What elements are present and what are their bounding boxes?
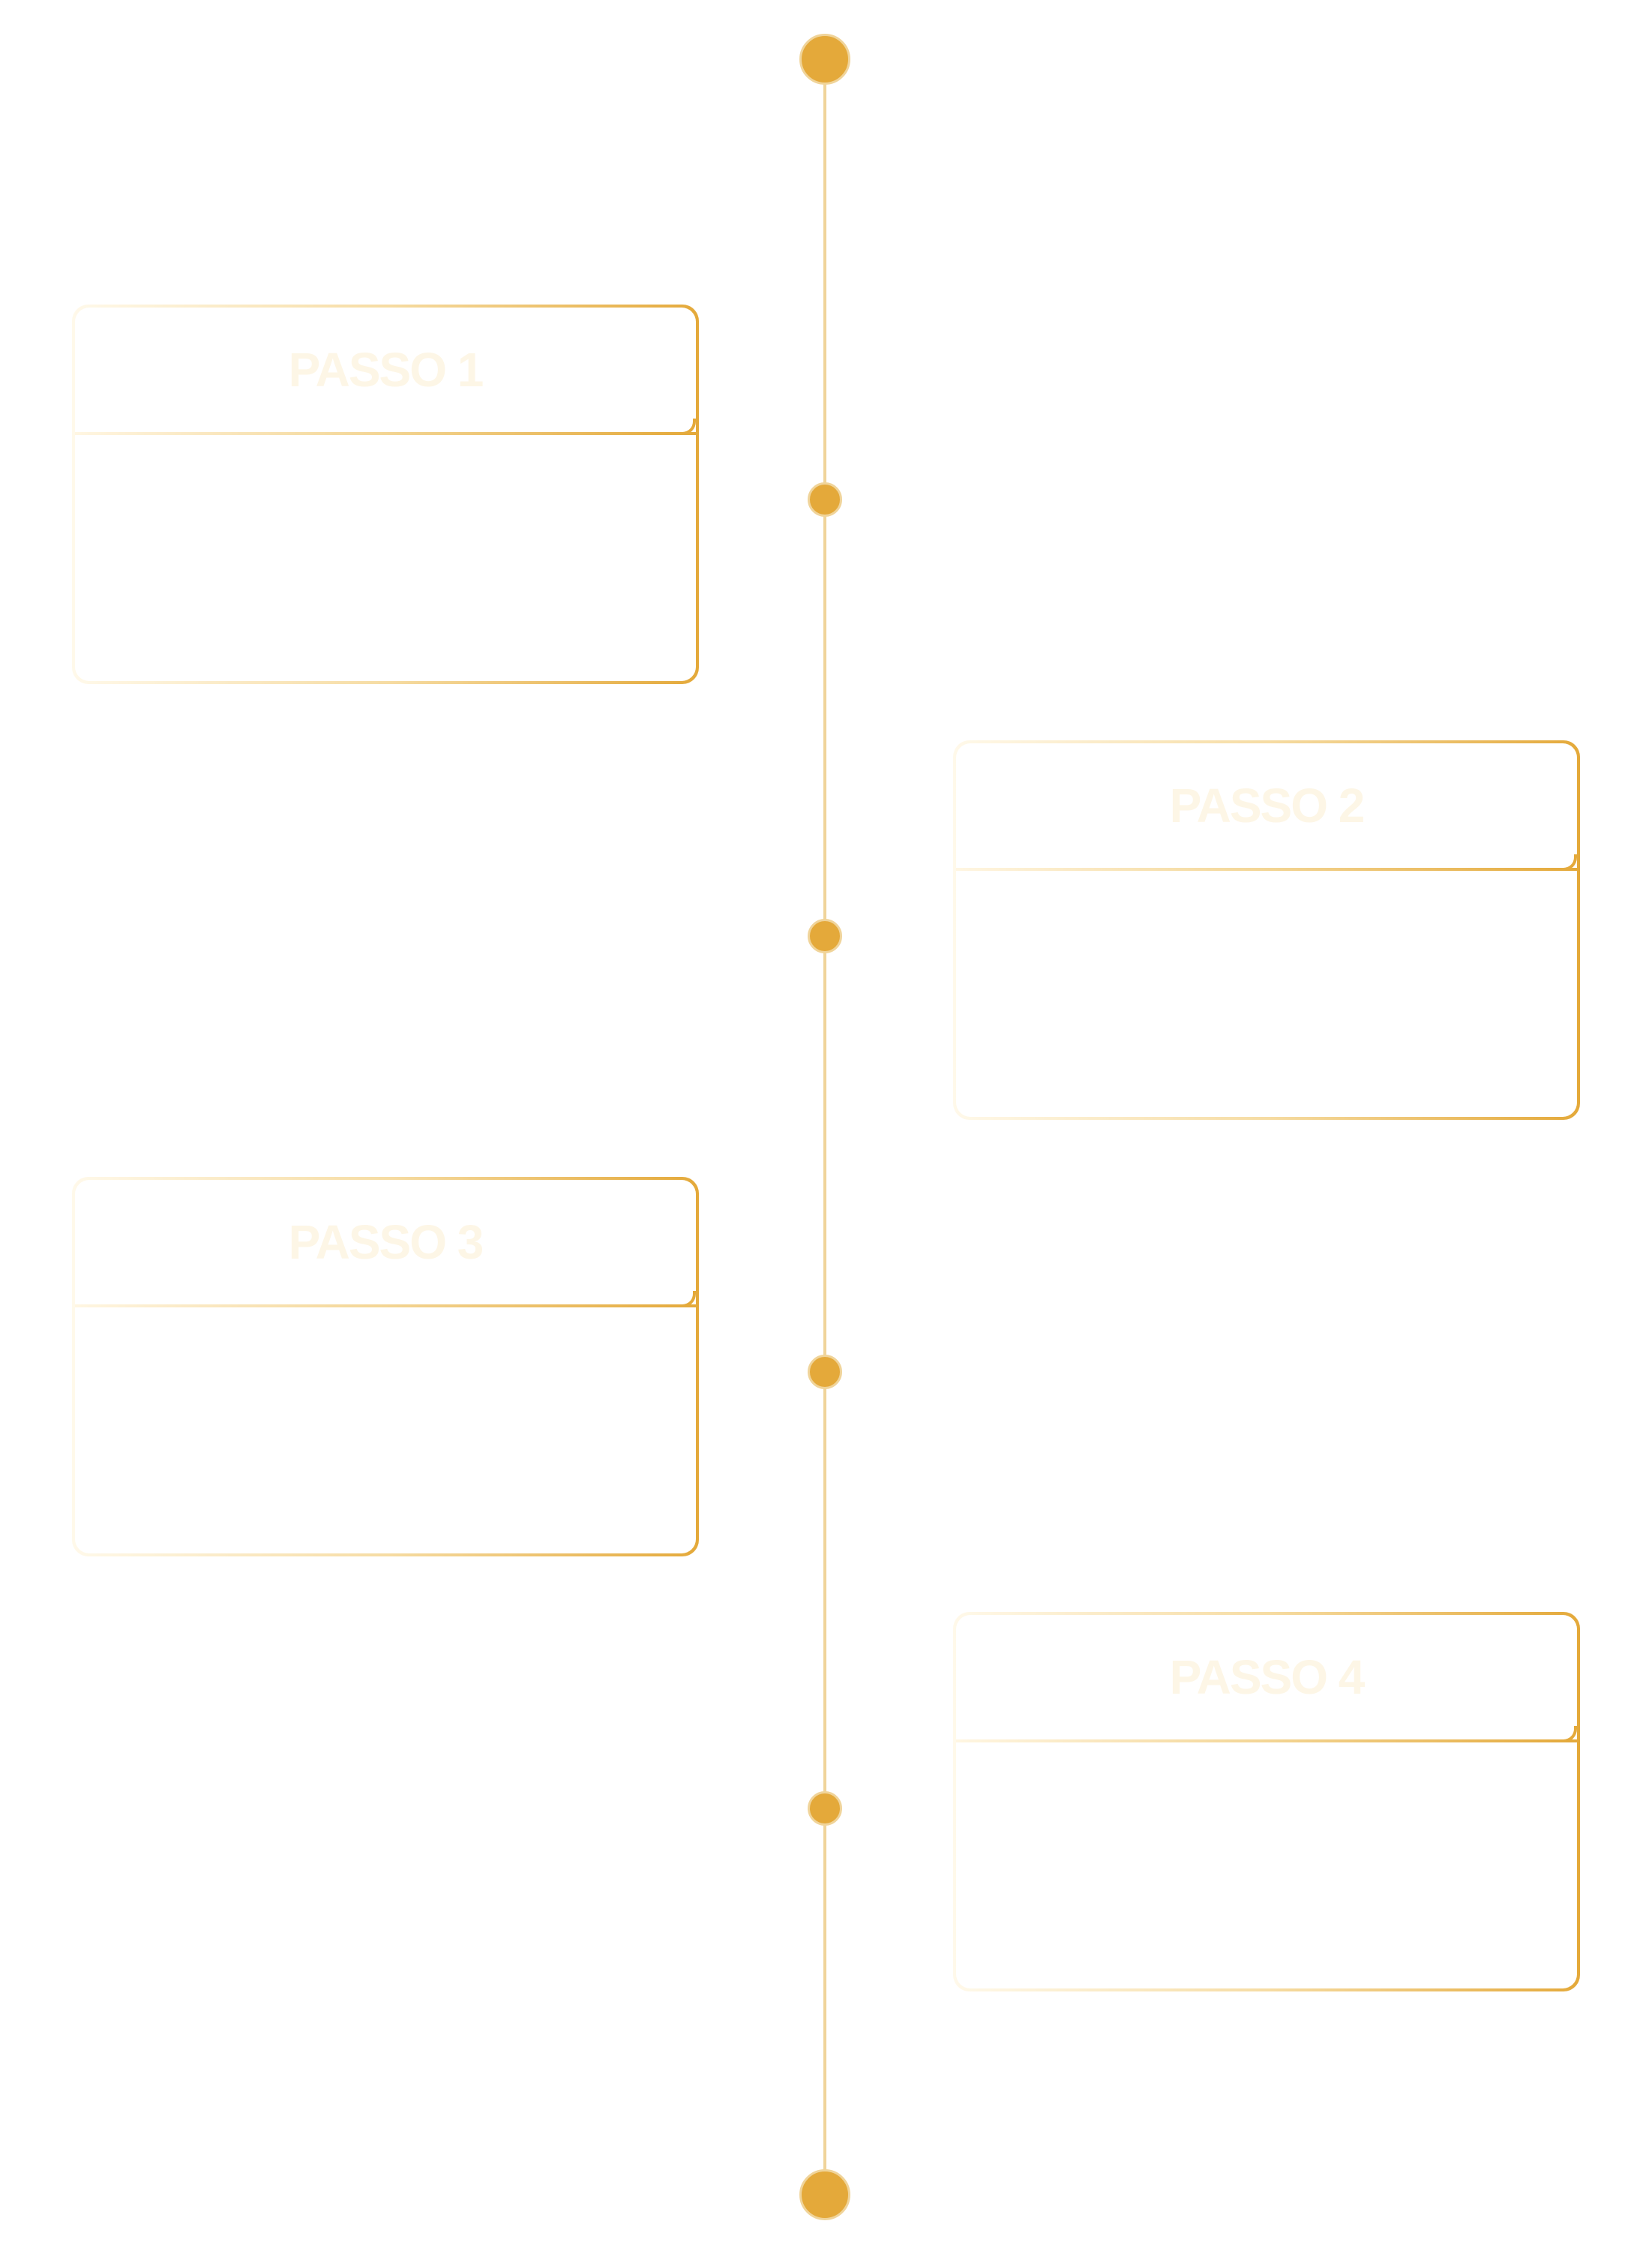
timeline-step-1-dot: [808, 482, 842, 517]
timeline-step-3-dot: [808, 1355, 842, 1389]
step-title: PASSO 4: [1169, 1650, 1366, 1704]
step-card-4: PASSO 4: [953, 1612, 1580, 1991]
step-card-header: PASSO 1: [75, 308, 696, 435]
step-title: PASSO 2: [1169, 779, 1366, 833]
step-card-3: PASSO 3: [72, 1177, 699, 1556]
timeline-line: [823, 60, 826, 2190]
step-card-1: PASSO 1: [72, 305, 699, 684]
step-card-2: PASSO 2: [953, 740, 1580, 1120]
timeline-step-4-dot: [808, 1791, 842, 1826]
step-card-header: PASSO 4: [956, 1615, 1577, 1742]
timeline-end-dot: [799, 2169, 850, 2220]
timeline-step-2-dot: [808, 919, 842, 953]
step-title: PASSO 1: [288, 343, 484, 397]
step-card-header: PASSO 2: [956, 743, 1577, 871]
step-title: PASSO 3: [288, 1215, 484, 1269]
timeline-start-dot: [799, 34, 850, 85]
step-card-header: PASSO 3: [75, 1180, 696, 1307]
